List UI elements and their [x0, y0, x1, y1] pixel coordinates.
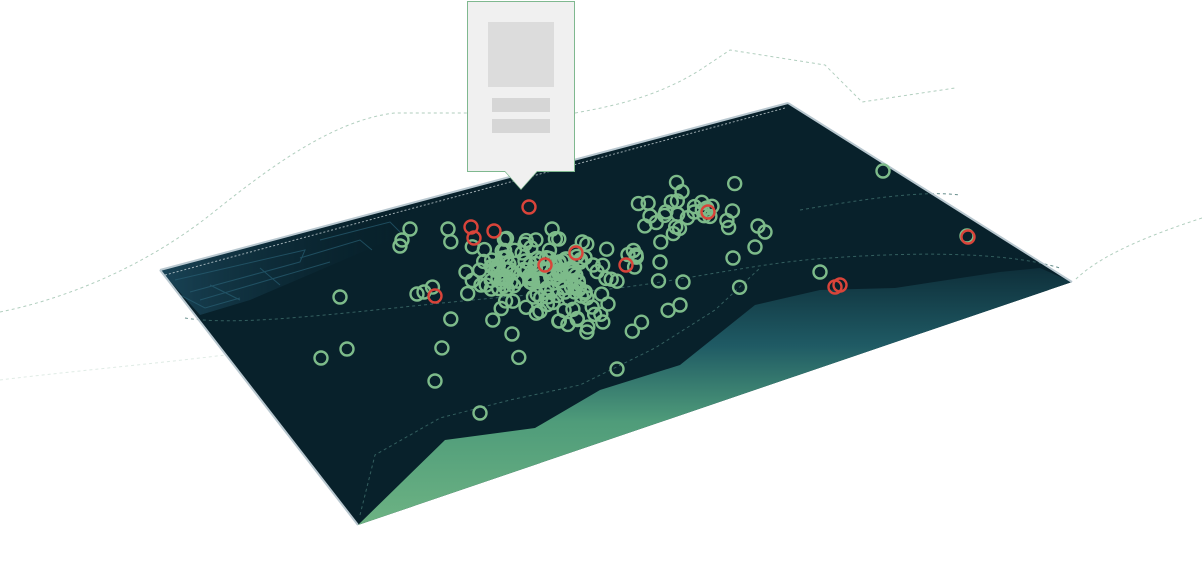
marker-alert[interactable] — [960, 229, 976, 245]
marker-normal[interactable] — [653, 234, 669, 250]
marker-normal[interactable] — [473, 277, 489, 293]
marker-normal[interactable] — [875, 163, 891, 179]
marker-normal[interactable] — [675, 274, 691, 290]
marker-normal[interactable] — [440, 221, 456, 237]
marker-normal[interactable] — [757, 224, 773, 240]
marker-normal[interactable] — [528, 232, 544, 248]
marker-normal[interactable] — [642, 208, 658, 224]
marker-normal[interactable] — [565, 301, 581, 317]
marker-normal[interactable] — [586, 306, 603, 322]
marker-alert[interactable] — [832, 277, 848, 293]
marker-layer — [313, 163, 976, 421]
marker-normal[interactable] — [674, 183, 690, 200]
marker-normal[interactable] — [595, 314, 611, 330]
marker-normal[interactable] — [529, 286, 545, 303]
marker-normal[interactable] — [551, 264, 567, 280]
marker-alert[interactable] — [521, 199, 537, 215]
marker-normal[interactable] — [521, 268, 538, 284]
marker-normal[interactable] — [518, 232, 534, 249]
marker-normal[interactable] — [485, 312, 501, 328]
marker-normal[interactable] — [633, 314, 650, 330]
marker-alert[interactable] — [537, 257, 553, 273]
marker-normal[interactable] — [490, 280, 507, 297]
marker-normal[interactable] — [812, 264, 828, 280]
street-overlay — [160, 200, 420, 315]
marker-normal[interactable] — [402, 221, 418, 237]
marker-normal[interactable] — [573, 288, 590, 304]
marker-normal[interactable] — [593, 286, 610, 302]
marker-normal[interactable] — [505, 293, 521, 309]
marker-alert[interactable] — [427, 288, 443, 304]
marker-normal[interactable] — [434, 340, 450, 356]
marker-normal[interactable] — [628, 247, 644, 263]
marker-normal[interactable] — [599, 241, 615, 257]
marker-normal[interactable] — [511, 349, 527, 366]
marker-normal[interactable] — [424, 279, 441, 295]
marker-normal[interactable] — [517, 253, 533, 269]
marker-normal[interactable] — [731, 279, 748, 295]
marker-alert[interactable] — [568, 245, 584, 261]
marker-normal[interactable] — [609, 361, 625, 377]
marker-normal[interactable] — [332, 289, 348, 305]
tooltip-card[interactable] — [467, 1, 575, 172]
marker-normal[interactable] — [672, 297, 688, 313]
marker-normal[interactable] — [603, 271, 619, 287]
marker-normal[interactable] — [313, 350, 329, 366]
marker-normal[interactable] — [392, 238, 408, 254]
marker-normal[interactable] — [524, 271, 540, 287]
marker-normal[interactable] — [499, 281, 515, 297]
marker-normal[interactable] — [460, 285, 476, 302]
marker-normal[interactable] — [528, 305, 544, 321]
tooltip-text-line-2 — [492, 119, 550, 133]
marker-normal[interactable] — [443, 311, 459, 327]
marker-normal[interactable] — [493, 300, 509, 317]
marker-normal[interactable] — [494, 243, 510, 259]
marker-normal[interactable] — [624, 323, 640, 339]
tooltip-text-line-1 — [492, 98, 550, 112]
marker-normal[interactable] — [476, 253, 492, 270]
marker-normal[interactable] — [720, 219, 737, 236]
marker-normal[interactable] — [724, 203, 741, 219]
marker-normal[interactable] — [339, 341, 355, 357]
map-plane-edges — [159, 102, 1073, 526]
marker-normal[interactable] — [484, 252, 500, 268]
marker-normal[interactable] — [650, 273, 667, 289]
marker-normal[interactable] — [427, 373, 443, 389]
image-placeholder-icon — [488, 22, 554, 87]
tooltip-pointer — [505, 171, 537, 189]
marker-normal[interactable] — [727, 175, 743, 192]
marker-normal[interactable] — [547, 230, 564, 247]
marker-normal[interactable] — [665, 225, 681, 242]
marker-normal[interactable] — [504, 326, 520, 342]
marker-normal[interactable] — [541, 242, 558, 258]
marker-alert[interactable] — [700, 204, 716, 220]
marker-normal[interactable] — [725, 250, 741, 266]
marker-normal[interactable] — [593, 306, 609, 322]
marker-normal[interactable] — [472, 405, 488, 421]
marker-normal[interactable] — [657, 207, 673, 224]
marker-normal[interactable] — [652, 254, 668, 270]
background-contours — [0, 49, 1202, 381]
marker-normal[interactable] — [579, 236, 595, 252]
marker-normal[interactable] — [630, 195, 647, 212]
marker-normal[interactable] — [686, 198, 703, 215]
marker-normal[interactable] — [747, 239, 763, 255]
marker-normal[interactable] — [551, 313, 567, 329]
marker-normal[interactable] — [545, 294, 561, 311]
marker-normal[interactable] — [595, 257, 611, 273]
marker-normal[interactable] — [560, 316, 576, 333]
marker-normal[interactable] — [464, 239, 480, 255]
marker-alert[interactable] — [466, 230, 482, 246]
plane-contours — [184, 193, 1061, 516]
marker-normal[interactable] — [458, 264, 474, 280]
marker-alert[interactable] — [486, 223, 502, 239]
marker-alert[interactable] — [618, 257, 634, 273]
marker-normal[interactable] — [563, 279, 580, 295]
terrain-surface — [358, 268, 1072, 525]
map-plane-shadow — [160, 103, 1072, 525]
marker-normal[interactable] — [580, 319, 596, 335]
marker-normal[interactable] — [409, 286, 425, 302]
